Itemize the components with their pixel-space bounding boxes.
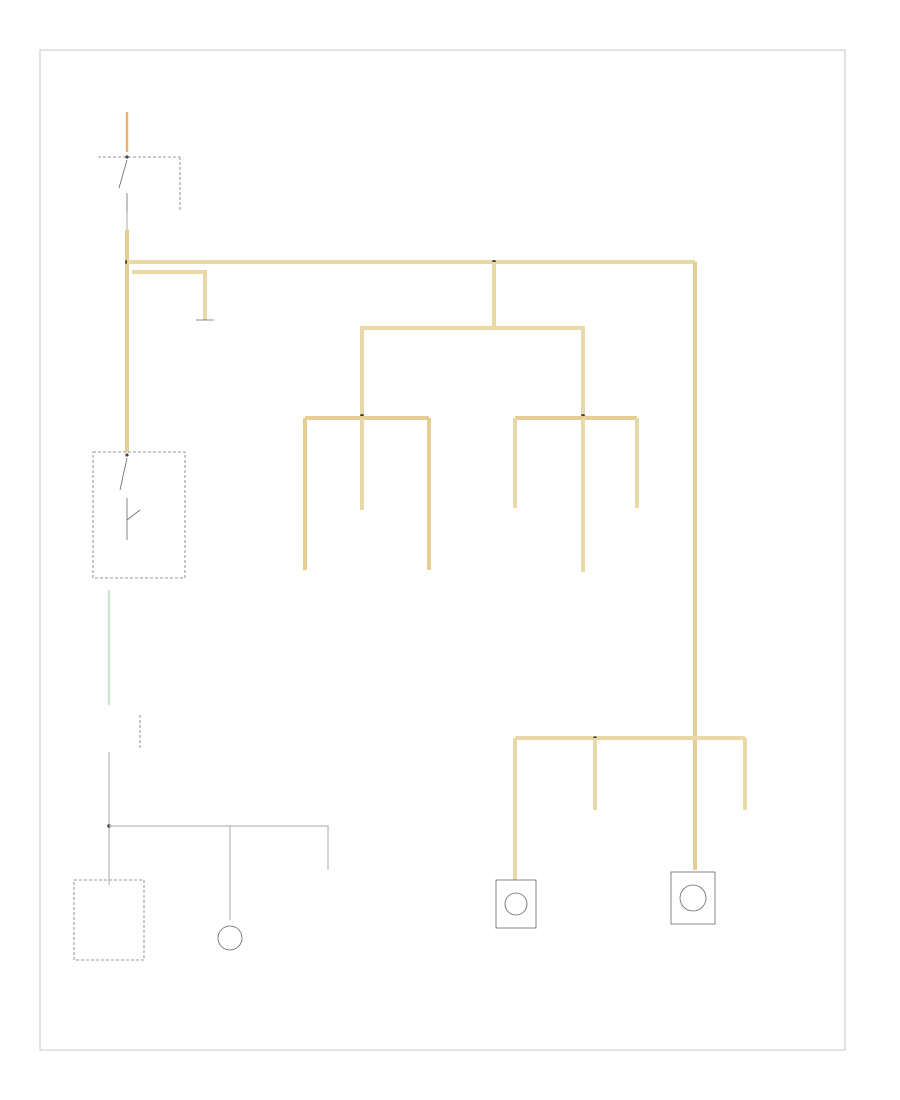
- lower-left-load-1-box: [73, 879, 145, 961]
- lamp-2-box: [670, 871, 716, 925]
- top-switch: [98, 155, 181, 212]
- lamp-2-bulb-icon: [679, 884, 707, 912]
- lower-left-load-2-circle: [217, 925, 243, 951]
- middle-switch-contact-1: [119, 457, 128, 491]
- middle-switch-link: [126, 509, 141, 521]
- lower-left-bus: [109, 825, 329, 870]
- middle-branch-bus: [360, 326, 585, 416]
- lower-left-load-1: [73, 879, 145, 961]
- ground-left-wire: [132, 270, 207, 320]
- top-switch-contact: [118, 159, 128, 189]
- middle-switch-box: [92, 451, 186, 579]
- middle-switch: [92, 451, 186, 579]
- lower-left-load-2: [217, 925, 243, 951]
- lamp-1-bulb-icon: [504, 892, 528, 916]
- lamp-1: [495, 879, 537, 929]
- diagram-border: [39, 49, 846, 1051]
- lamp-1-box: [495, 879, 537, 929]
- lamp-2: [670, 871, 716, 925]
- top-switch-terminal: [125, 155, 129, 159]
- middle-switch-terminal: [125, 453, 129, 457]
